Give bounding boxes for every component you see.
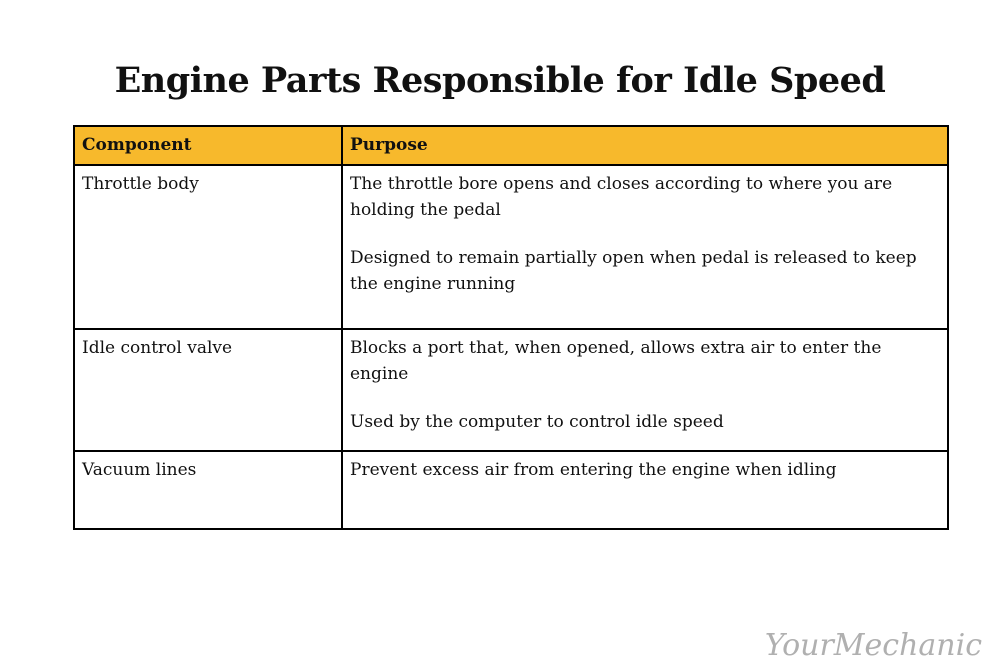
purpose-text: Designed to remain partially open when p… xyxy=(350,248,917,294)
table-row: Vacuum lines Prevent excess air from ent… xyxy=(73,450,949,530)
header-purpose: Purpose xyxy=(341,125,949,166)
purpose-text: Blocks a port that, when opened, allows … xyxy=(350,338,882,384)
purpose-text: The throttle bore opens and closes accor… xyxy=(350,174,893,220)
purpose-cell: The throttle bore opens and closes accor… xyxy=(341,164,949,330)
purpose-text: Prevent excess air from entering the eng… xyxy=(350,460,837,480)
component-cell: Vacuum lines xyxy=(73,450,343,530)
table-row: Idle control valve Blocks a port that, w… xyxy=(73,328,949,452)
yourmechanic-logo: YourMechanic xyxy=(764,628,982,663)
header-component: Component xyxy=(73,125,343,166)
table-header-row: Component Purpose xyxy=(73,125,949,166)
page-title: Engine Parts Responsible for Idle Speed xyxy=(114,60,886,101)
component-cell: Idle control valve xyxy=(73,328,343,452)
table-row: Throttle body The throttle bore opens an… xyxy=(73,164,949,330)
purpose-text: Used by the computer to control idle spe… xyxy=(350,412,724,432)
purpose-cell: Prevent excess air from entering the eng… xyxy=(341,450,949,530)
idle-parts-table: Component Purpose Throttle body The thro… xyxy=(73,125,949,530)
component-cell: Throttle body xyxy=(73,164,343,330)
purpose-cell: Blocks a port that, when opened, allows … xyxy=(341,328,949,452)
